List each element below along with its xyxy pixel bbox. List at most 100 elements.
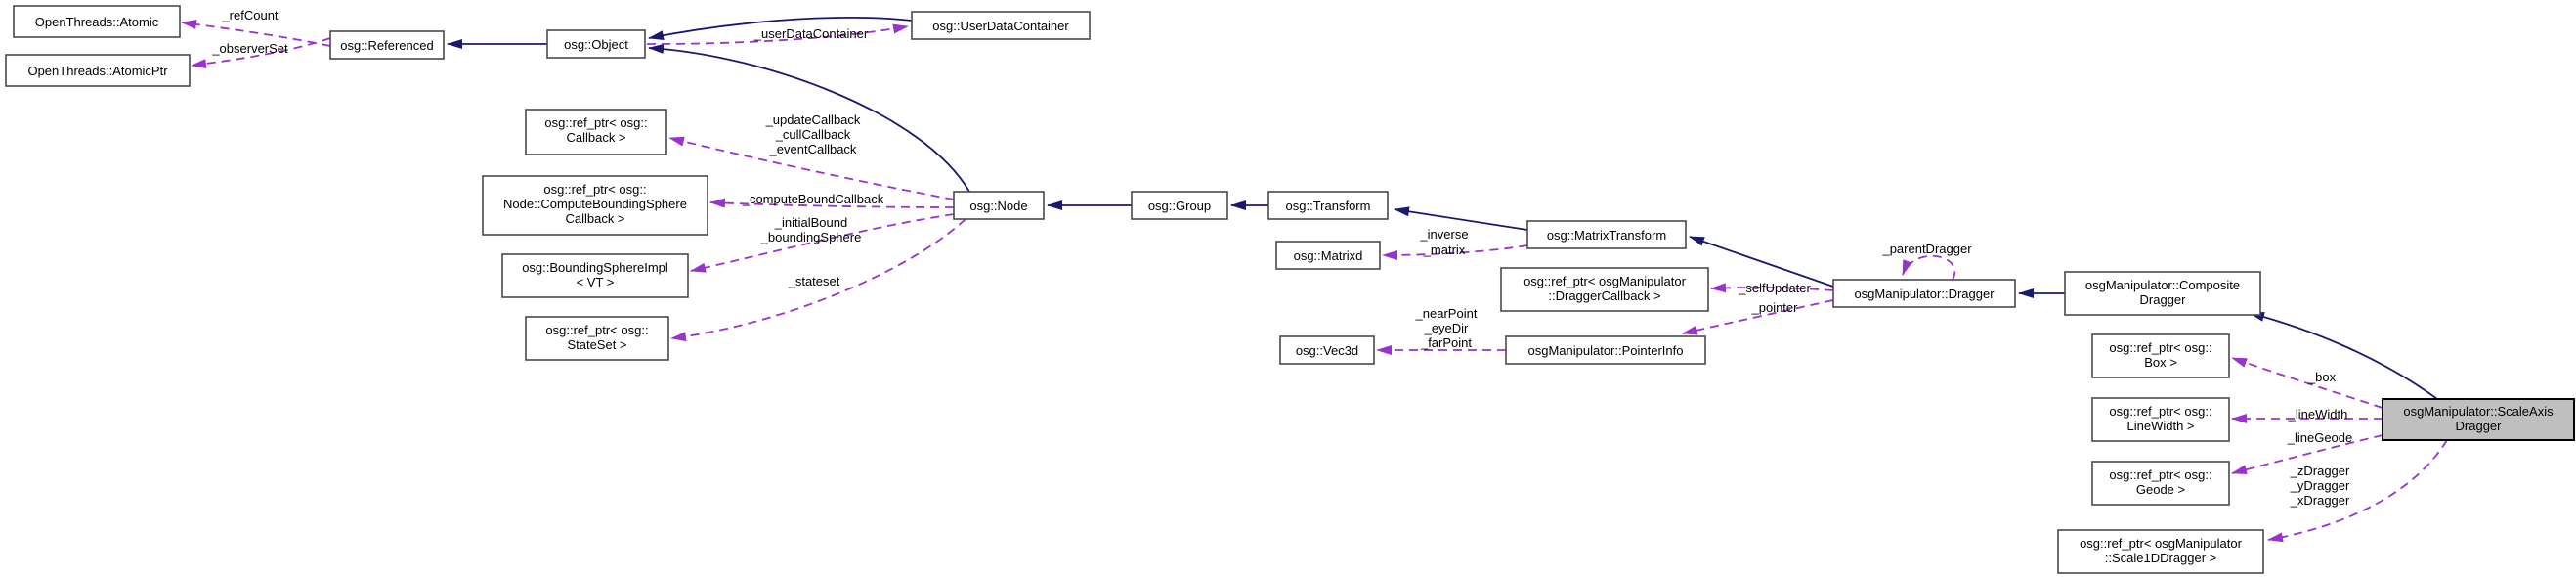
class-node-atomicptr-label: OpenThreads::AtomicPtr xyxy=(27,64,168,78)
class-node-compositedragger[interactable]: osgManipulator::Composite Dragger xyxy=(2064,271,2261,316)
class-node-matrixtransform[interactable]: osg::MatrixTransform xyxy=(1526,220,1687,249)
edge-node-to-refcomputebound xyxy=(709,198,955,208)
class-node-reflinewidth-line2: LineWidth > xyxy=(2126,419,2194,433)
edge-label-farpoint: _farPoint xyxy=(1420,335,1472,350)
class-node-atomic[interactable]: OpenThreads::Atomic xyxy=(13,5,181,38)
class-node-refbox-line1: osg::ref_ptr< osg:: xyxy=(2109,340,2211,355)
edge-label-refcount: _refCount xyxy=(221,8,278,22)
class-node-vec3d[interactable]: osg::Vec3d xyxy=(1279,335,1375,365)
edge-label-boundingsphere: _boundingSphere xyxy=(760,230,862,244)
class-node-group-label: osg::Group xyxy=(1148,199,1211,213)
class-node-matrixtransform-box xyxy=(1526,220,1687,249)
class-node-refgeode[interactable]: osg::ref_ptr< osg:: Geode > xyxy=(2091,461,2230,506)
edge-label-observerset: _observerSet xyxy=(211,41,288,56)
class-node-object[interactable]: osg::Object xyxy=(546,29,646,59)
class-node-atomicptr-box xyxy=(5,54,191,87)
class-node-refscale1ddragger[interactable]: osg::ref_ptr< osgManipulator ::Scale1DDr… xyxy=(2057,529,2264,574)
class-node-refstateset-line2: StateSet > xyxy=(567,337,626,352)
class-node-refgeode-line1: osg::ref_ptr< osg:: xyxy=(2109,467,2211,482)
edge-label-ydragger: _yDragger xyxy=(2290,478,2350,493)
edge-label-parentdragger: _parentDragger xyxy=(1881,242,1972,256)
class-node-refcallback[interactable]: osg::ref_ptr< osg:: Callback > xyxy=(525,109,667,155)
edge-userdatacontainer-to-object xyxy=(648,17,913,41)
class-node-dragger-box xyxy=(1832,279,2016,308)
edge-scaleaxisdragger-to-refbox xyxy=(2231,357,2383,409)
class-node-userdatacontainer[interactable]: osg::UserDataContainer xyxy=(911,11,1091,40)
edge-matrixtransform-to-transform xyxy=(1394,206,1528,231)
class-node-boundingsphereimpl-line1: osg::BoundingSphereImpl xyxy=(522,260,668,275)
edge-label-updatecallback: _updateCallback xyxy=(765,112,861,127)
class-node-group[interactable]: osg::Group xyxy=(1131,191,1228,220)
class-node-refscale1ddragger-box xyxy=(2057,529,2264,574)
class-node-compositedragger-box xyxy=(2064,271,2261,316)
edge-label-nearpoint: _nearPoint xyxy=(1415,306,1478,321)
class-node-node-box xyxy=(953,191,1045,220)
class-node-reflinewidth[interactable]: osg::ref_ptr< osg:: LineWidth > xyxy=(2091,397,2230,442)
edge-scaleaxisdragger-to-refgeode xyxy=(2231,434,2383,475)
edge-label-initialbound: _initialBound xyxy=(774,215,847,230)
class-node-refdraggercallback[interactable]: osg::ref_ptr< osgManipulator ::DraggerCa… xyxy=(1500,267,1709,312)
class-node-vec3d-label: osg::Vec3d xyxy=(1296,343,1358,358)
class-node-scaleaxisdragger-line1: osgManipulator::ScaleAxis xyxy=(2403,404,2554,419)
edge-node-to-boundingsphereimpl xyxy=(690,213,955,273)
class-node-matrixtransform-label: osg::MatrixTransform xyxy=(1547,228,1666,243)
class-node-vec3d-box xyxy=(1279,335,1375,365)
class-node-refcomputebound[interactable]: osg::ref_ptr< osg:: Node::ComputeBoundin… xyxy=(482,175,708,236)
class-node-pointerinfo-label: osgManipulator::PointerInfo xyxy=(1528,343,1684,358)
class-node-matrixd[interactable]: osg::Matrixd xyxy=(1275,241,1381,270)
class-node-matrixd-box xyxy=(1275,241,1381,270)
class-node-atomic-box xyxy=(13,5,181,38)
class-node-boundingsphereimpl-line2: < VT > xyxy=(577,275,615,289)
class-node-refgeode-box xyxy=(2091,461,2230,506)
edge-label-linewidth: _lineWidth xyxy=(2288,407,2348,422)
class-node-referenced[interactable]: osg::Referenced xyxy=(329,30,445,60)
edge-dragger-to-matrixtransform xyxy=(1689,236,1834,288)
class-node-transform-label: osg::Transform xyxy=(1286,199,1371,213)
class-node-refcomputebound-line3: Callback > xyxy=(565,211,624,226)
class-node-referenced-box xyxy=(329,30,445,60)
edge-node-to-refcallback xyxy=(668,136,955,200)
edge-label-stateset: _stateset xyxy=(788,274,840,288)
class-node-refgeode-line2: Geode > xyxy=(2136,482,2185,497)
class-node-node[interactable]: osg::Node xyxy=(953,191,1045,220)
edge-label-cullcallback: _cullCallback xyxy=(775,127,851,142)
class-node-pointerinfo-box xyxy=(1505,335,1706,365)
edge-label-eyedir: _eyeDir xyxy=(1424,321,1469,335)
edge-matrixtransform-to-matrixd xyxy=(1382,244,1528,260)
edge-label-xdragger: _xDragger xyxy=(2290,493,2350,508)
class-node-refstateset[interactable]: osg::ref_ptr< osg:: StateSet > xyxy=(525,316,669,361)
class-node-referenced-label: osg::Referenced xyxy=(340,38,433,53)
class-node-userdatacontainer-label: osg::UserDataContainer xyxy=(932,19,1069,33)
edge-scaleaxisdragger-to-refscale1ddragger xyxy=(2267,439,2448,543)
edge-node-to-refstateset xyxy=(670,218,966,342)
class-node-refdraggercallback-line2: ::DraggerCallback > xyxy=(1548,288,1660,303)
class-node-refcomputebound-line1: osg::ref_ptr< osg:: xyxy=(543,182,646,197)
class-node-refstateset-line1: osg::ref_ptr< osg:: xyxy=(545,323,648,337)
edge-scaleaxisdragger-to-compositedragger xyxy=(2249,312,2438,400)
class-node-node-label: osg::Node xyxy=(969,199,1027,213)
class-node-group-box xyxy=(1131,191,1228,220)
class-node-dragger[interactable]: osgManipulator::Dragger xyxy=(1832,279,2016,308)
class-node-refcallback-box xyxy=(525,109,667,155)
class-node-boundingsphereimpl[interactable]: osg::BoundingSphereImpl < VT > xyxy=(501,253,689,298)
class-node-refscale1ddragger-line2: ::Scale1DDragger > xyxy=(2105,551,2217,565)
class-node-refbox[interactable]: osg::ref_ptr< osg:: Box > xyxy=(2091,333,2230,378)
class-node-atomic-label: OpenThreads::Atomic xyxy=(35,15,159,29)
class-node-refstateset-box xyxy=(525,316,669,361)
edge-object-to-userdatacontainer xyxy=(646,23,909,45)
class-node-refcallback-line1: osg::ref_ptr< osg:: xyxy=(544,115,647,130)
class-node-transform-box xyxy=(1267,191,1389,220)
class-node-transform[interactable]: osg::Transform xyxy=(1267,191,1389,220)
class-node-refscale1ddragger-line1: osg::ref_ptr< osgManipulator xyxy=(2080,536,2243,551)
class-node-pointerinfo[interactable]: osgManipulator::PointerInfo xyxy=(1505,335,1706,365)
class-node-compositedragger-line2: Dragger xyxy=(2140,292,2187,307)
class-node-boundingsphereimpl-box xyxy=(501,253,689,298)
class-node-scaleaxisdragger: osgManipulator::ScaleAxis Dragger xyxy=(2382,398,2575,441)
edge-dragger-self-loop xyxy=(1902,254,1956,281)
class-node-scaleaxisdragger-line2: Dragger xyxy=(2456,419,2503,433)
class-node-object-label: osg::Object xyxy=(564,37,628,52)
class-node-atomicptr[interactable]: OpenThreads::AtomicPtr xyxy=(5,54,191,87)
edge-label-eventcallback: _eventCallback xyxy=(769,142,857,156)
